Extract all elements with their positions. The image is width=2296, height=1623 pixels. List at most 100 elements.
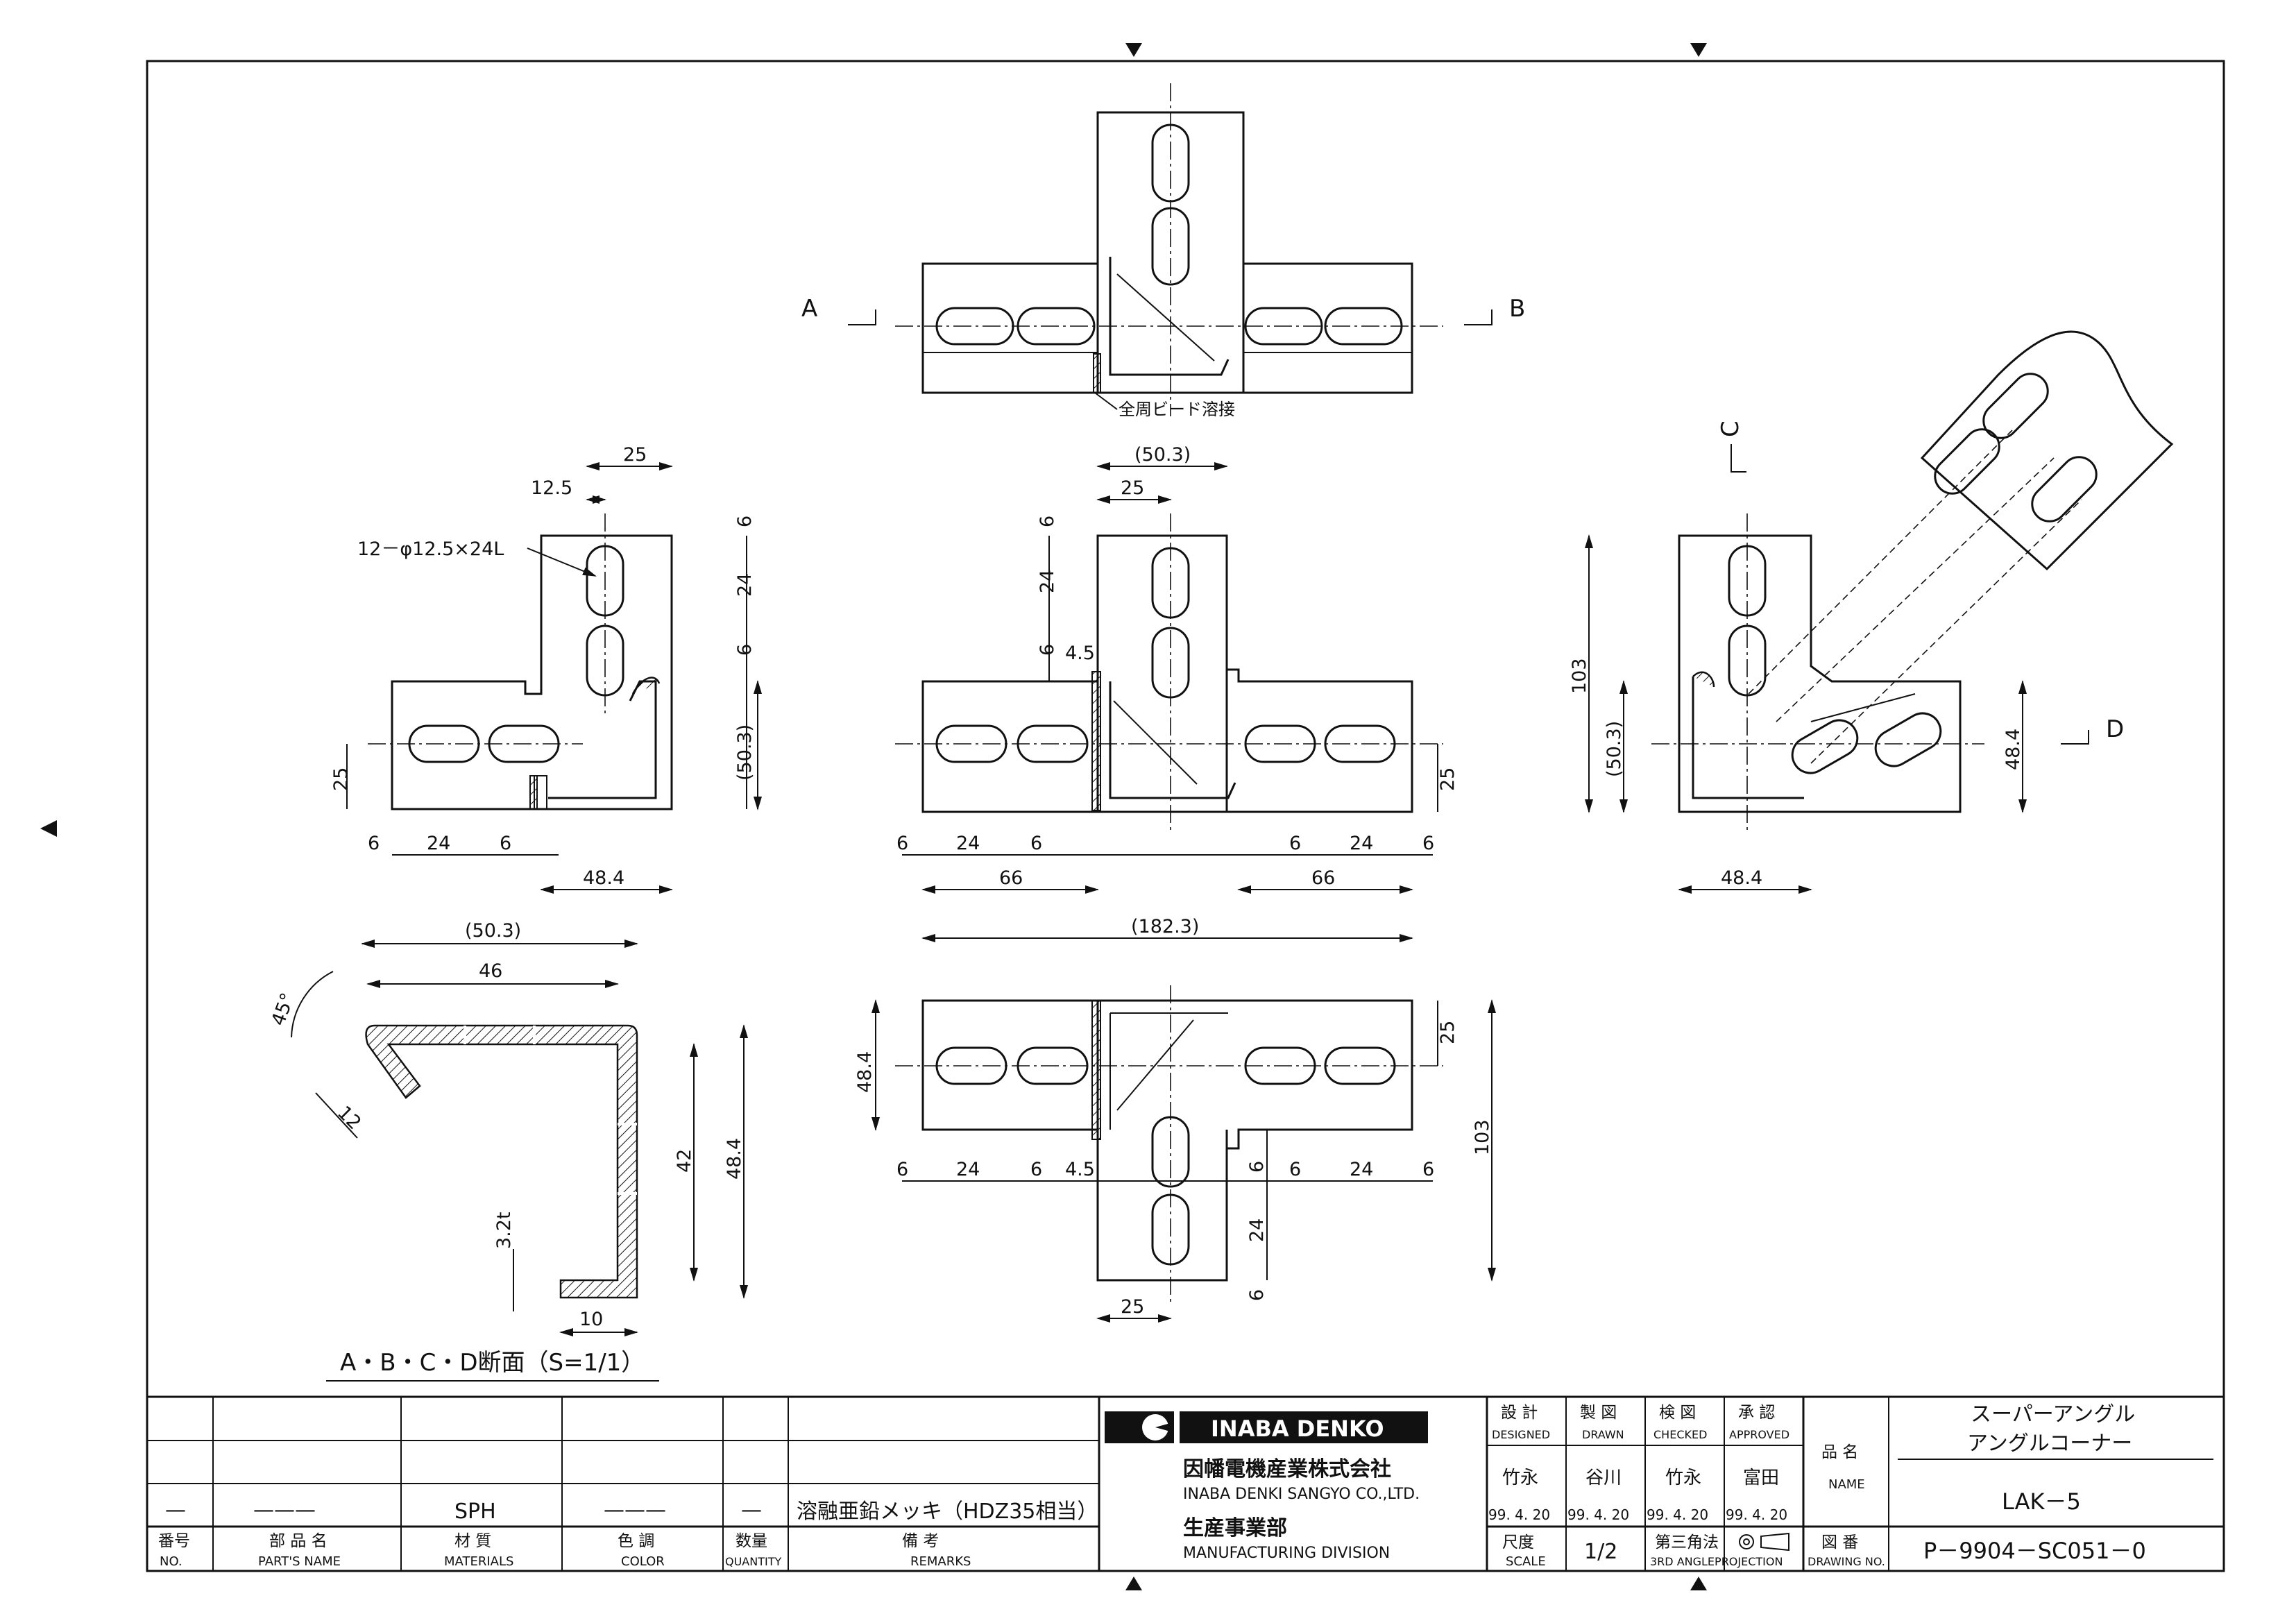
front-dim-24-c: 24 [1350,833,1373,854]
weld-note: 全周ビード溶接 [1119,400,1235,419]
row-color: ——— [604,1498,666,1522]
section-dim-3-2t: 3.2t [493,1212,515,1249]
section-dim-46: 46 [479,960,502,982]
drawing-number: P－9904－SC051－0 [1923,1538,2146,1564]
front-dim-66-a: 66 [999,867,1023,889]
row-quantity: — [741,1498,762,1522]
front-dim-182-3: (182.3) [1131,916,1199,937]
section-label-c: C [1717,420,1744,437]
row-part-name: ——— [253,1498,316,1522]
front-dim-24: 24 [1037,570,1058,593]
model-number: LAK－5 [2002,1488,2081,1515]
centring-mark-top-1 [1125,43,1142,57]
company-name-en: INABA DENKI SANGYO CO.,LTD. [1183,1486,1420,1503]
approval-checked-label-en: CHECKED [1653,1428,1707,1441]
approval-designed-label: 設 計 [1501,1404,1538,1422]
centring-mark-top-2 [1690,43,1707,57]
front-dim-6-f: 6 [1422,833,1434,854]
section-dim-42: 42 [674,1149,695,1173]
approval-approved-date: 99. 4. 20 [1726,1506,1787,1523]
header-part-name-en: PART'S NAME [258,1554,341,1569]
header-material-en: MATERIALS [444,1554,513,1569]
row-material: SPH [454,1499,496,1524]
left-dim-50-3: (50.3) [734,724,756,781]
scale-label: 尺度 [1502,1533,1534,1552]
header-quantity: 数量 [735,1532,767,1550]
bottom-dim-6-a: 6 [896,1159,908,1180]
bottom-dim-24-c: 24 [1246,1218,1268,1242]
right-dim-103: 103 [1569,658,1590,694]
left-dim-24-b: 24 [427,833,450,854]
centring-mark-bottom-1 [1125,1577,1142,1590]
approval-checked-date: 99. 4. 20 [1647,1506,1708,1523]
right-dim-48-4-bottom: 48.4 [1721,867,1762,889]
header-color: 色 調 [618,1532,654,1550]
name-label: 品 名 [1821,1443,1858,1461]
name-label-en: NAME [1828,1477,1865,1492]
bottom-dim-103: 103 [1472,1119,1493,1155]
bottom-dim-6-b: 6 [1030,1159,1042,1180]
bottom-dim-48-4: 48.4 [854,1051,876,1093]
company-division-en: MANUFACTURING DIVISION [1183,1545,1390,1562]
projection-label: 第三角法 [1655,1533,1719,1552]
front-dim-50-3: (50.3) [1134,444,1191,466]
product-line-2: アングルコーナー [1967,1431,2132,1456]
front-dim-6-e: 6 [1289,833,1301,854]
bottom-dim-6-f: 6 [1246,1289,1268,1301]
left-dim-6-d: 6 [500,833,511,854]
approval-drawn-label-en: DRAWN [1582,1428,1624,1441]
left-dim-24: 24 [734,573,756,597]
bottom-view: 48.4 25 103 6 24 6 4.5 6 24 6 6 24 6 25 [854,985,1496,1323]
section-dim-50-3: (50.3) [465,920,521,942]
front-dim-25: 25 [1121,477,1144,499]
right-dim-50-3: (50.3) [1604,721,1625,777]
section-dim-45deg: 45° [267,990,298,1029]
left-dim-25-top: 25 [623,444,647,466]
company-division-jp: 生産事業部 [1183,1516,1287,1540]
header-quantity-en: QUANTITY [725,1555,781,1568]
approval-approved-name: 富田 [1743,1468,1779,1488]
approval-designed-date: 99. 4. 20 [1488,1506,1550,1523]
section-dim-10: 10 [579,1309,603,1330]
left-dim-6-c: 6 [368,833,380,854]
bottom-dim-4-5: 4.5 [1065,1159,1095,1180]
right-dim-48-4-side: 48.4 [2002,729,2024,770]
projection-label-en: 3RD ANGLEPROJECTION [1650,1555,1783,1568]
header-material: 材 質 [454,1532,491,1550]
approval-designed-label-en: DESIGNED [1492,1428,1550,1441]
approval-approved-label: 承 認 [1738,1404,1775,1422]
front-dim-6-c: 6 [896,833,908,854]
bottom-dim-6-d: 6 [1422,1159,1434,1180]
header-color-en: COLOR [621,1554,665,1569]
top-view: A B 全周ビード溶接 [801,83,1525,419]
approval-drawn-name: 谷川 [1585,1468,1622,1488]
left-dim-12-5: 12.5 [531,477,572,499]
left-dim-6-a: 6 [734,516,756,527]
title-block: — ——— SPH ——— — 溶融亜鉛メッキ（HDZ35相当） 番号 NO. … [147,1395,2224,1571]
front-dim-6-a: 6 [1037,516,1058,527]
company-brand: INABA DENKO [1211,1416,1384,1442]
front-view: (50.3) 25 6 24 6 4.5 25 6 24 6 6 24 6 66… [895,444,1459,942]
row-remarks: 溶融亜鉛メッキ（HDZ35相当） [797,1499,1098,1524]
section-caption: A・B・C・D断面（S=1/1） [340,1349,645,1377]
section-label-b: B [1509,295,1525,323]
approval-drawn-label: 製 図 [1580,1404,1617,1422]
front-dim-4-5: 4.5 [1065,643,1095,664]
scale-label-en: SCALE [1506,1554,1546,1569]
header-no-en: NO. [160,1554,182,1569]
front-dim-24-b: 24 [956,833,980,854]
section-label-d: D [2106,715,2124,743]
sheet-border [146,60,2225,1572]
header-no: 番号 [158,1532,190,1550]
bottom-dim-25: 25 [1121,1296,1144,1318]
left-dim-25-side: 25 [330,767,352,791]
bottom-dim-6-e: 6 [1246,1161,1268,1173]
approval-drawn-date: 99. 4. 20 [1567,1506,1629,1523]
front-dim-66-b: 66 [1311,867,1335,889]
scale-value: 1/2 [1584,1540,1617,1564]
header-remarks: 備 考 [902,1532,939,1550]
bottom-dim-6-c: 6 [1289,1159,1301,1180]
drawing-no-label: 図 番 [1821,1533,1858,1552]
bottom-dim-24-a: 24 [956,1159,980,1180]
